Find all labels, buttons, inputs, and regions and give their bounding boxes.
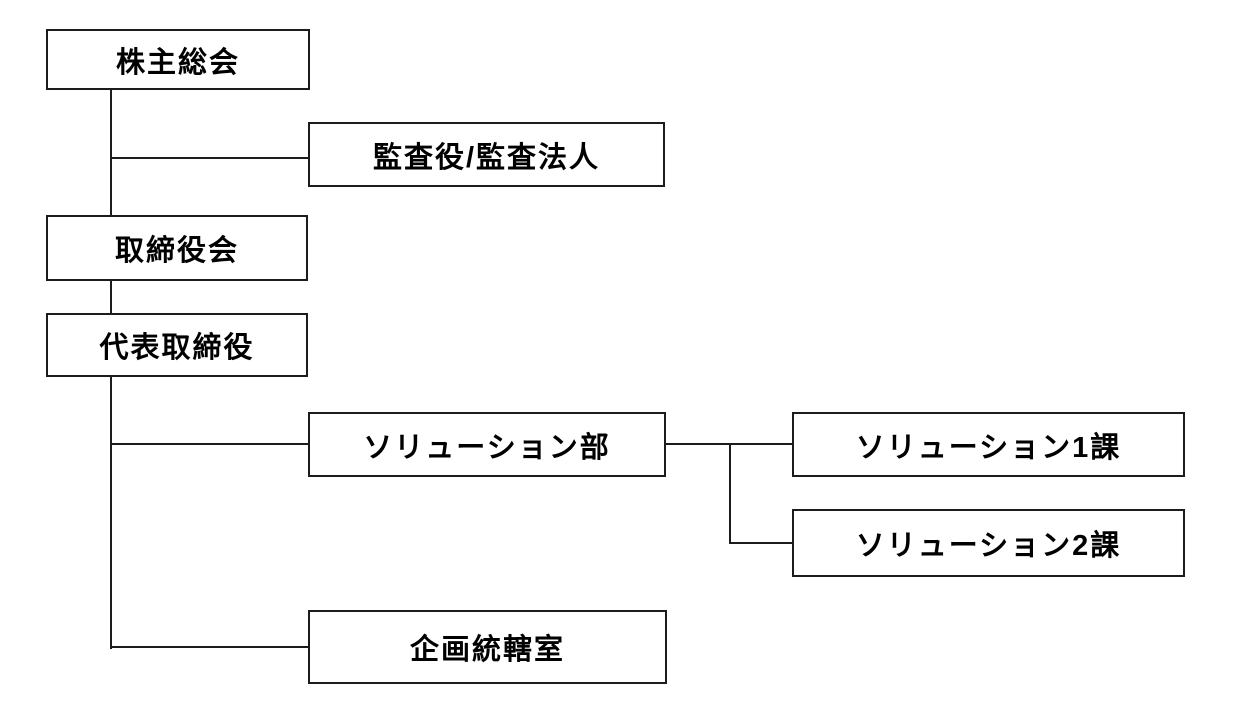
org-node-label: 企画統轄室 xyxy=(409,634,565,666)
org-node-solutions-section-2: ソリューション2課 xyxy=(792,509,1185,577)
org-node-label: ソリューション1課 xyxy=(855,431,1122,464)
connector-branch-to-planning-office xyxy=(111,646,308,648)
org-node-representative-director: 代表取締役 xyxy=(46,313,308,377)
org-node-solutions-section-1: ソリューション1課 xyxy=(792,412,1185,477)
org-node-solutions-department: ソリューション部 xyxy=(308,412,666,477)
connector-shareholders-to-board xyxy=(110,90,112,216)
org-node-planning-control-office: 企画統轄室 xyxy=(308,610,667,684)
connector-branch-to-solutions-dept xyxy=(111,443,308,445)
connector-junction-to-section2 xyxy=(730,542,792,544)
connector-board-to-representative xyxy=(110,281,112,314)
connector-representative-trunk xyxy=(110,377,112,649)
org-node-label: 代表取締役 xyxy=(99,332,255,364)
org-node-label: 株主総会 xyxy=(115,46,240,79)
connector-branch-to-auditors xyxy=(111,157,308,159)
org-node-board-of-directors: 取締役会 xyxy=(46,215,308,281)
org-node-label: ソリューション2課 xyxy=(855,530,1122,562)
connector-sections-junction xyxy=(729,444,731,544)
org-node-label: ソリューション部 xyxy=(363,431,611,464)
org-node-label: 取締役会 xyxy=(114,235,239,267)
org-node-shareholders-meeting: 株主総会 xyxy=(46,29,310,90)
org-node-auditors: 監査役/監査法人 xyxy=(308,122,665,187)
org-node-label: 監査役/監査法人 xyxy=(372,141,601,174)
